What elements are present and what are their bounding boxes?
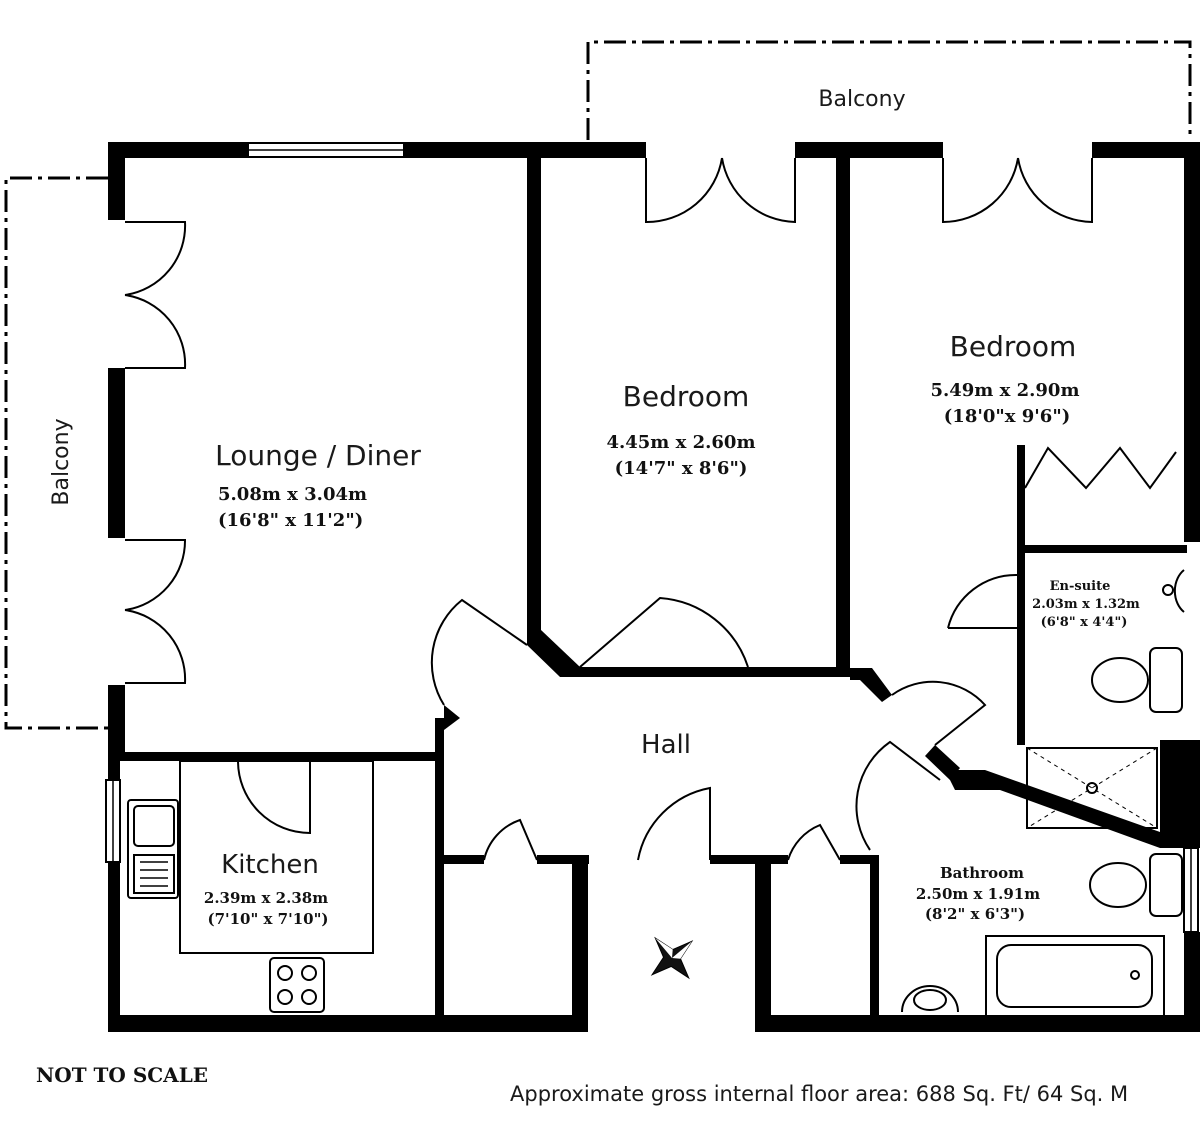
ensuite-fittings: [1026, 569, 1185, 829]
bathroom-label: Bathroom: [940, 864, 1024, 882]
not-to-scale-note: NOT TO SCALE: [36, 1063, 208, 1087]
bedroom1-metric: 4.45m x 2.60m: [606, 432, 755, 453]
basin-icon: [1162, 569, 1185, 613]
lounge-metric: 5.08m x 3.04m: [218, 484, 367, 505]
sink-icon: [127, 799, 179, 899]
ensuite-metric: 2.03m x 1.32m: [1032, 597, 1140, 612]
floor-area-note: Approximate gross internal floor area: 6…: [510, 1082, 1128, 1106]
kitchen-fittings: [127, 760, 374, 1013]
bedroom1-label: Bedroom: [623, 380, 750, 413]
balcony-left-label: Balcony: [49, 418, 74, 505]
kitchen-metric: 2.39m x 2.38m: [204, 889, 328, 907]
lounge-imperial: (16'8" x 11'2"): [218, 510, 363, 531]
bedroom2-imperial: (18'0"x 9'6"): [944, 406, 1070, 427]
bedroom1-imperial: (14'7" x 8'6"): [615, 458, 748, 479]
basin-icon: [901, 985, 959, 1013]
interior-walls: [120, 158, 1187, 1020]
toilet-icon: [1089, 853, 1183, 917]
exterior-walls: [108, 142, 1200, 1032]
bathroom-metric: 2.50m x 1.91m: [916, 885, 1040, 903]
ensuite-imperial: (6'8" x 4'4"): [1041, 615, 1128, 630]
kitchen-window: [105, 779, 121, 863]
bedroom2-label: Bedroom: [950, 330, 1077, 363]
hall-label: Hall: [641, 730, 691, 760]
kitchen-imperial: (7'10" x 7'10"): [207, 910, 328, 928]
lounge-window: [247, 142, 405, 158]
balcony-top-label: Balcony: [818, 87, 905, 112]
bathtub-icon: [985, 935, 1165, 1017]
ensuite-label: En-suite: [1050, 579, 1111, 594]
door-swings: [124, 157, 1177, 861]
bathroom-imperial: (8'2" x 6'3"): [925, 905, 1025, 923]
shower-tray-icon: [1026, 747, 1158, 829]
balcony-outlines: [4, 40, 1192, 730]
bathroom-window: [1183, 847, 1199, 933]
lounge-label: Lounge / Diner: [215, 439, 421, 472]
compass-rose-icon: [650, 936, 694, 980]
bedroom2-metric: 5.49m x 2.90m: [930, 380, 1079, 401]
hob-icon: [269, 957, 325, 1013]
toilet-icon: [1091, 647, 1183, 713]
bathroom-fittings: [901, 853, 1183, 1017]
kitchen-label: Kitchen: [221, 850, 319, 880]
